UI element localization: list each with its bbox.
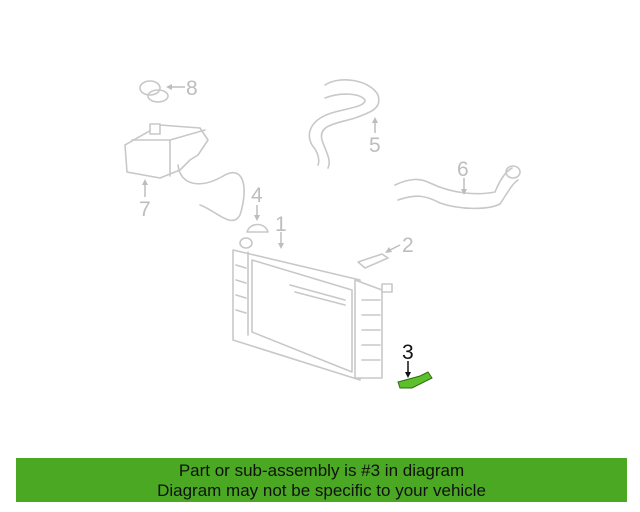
parts-diagram: 8 7 5 6 4 [124,77,521,389]
callout-3: 3 [402,341,414,364]
info-banner: Part or sub-assembly is #3 in diagram Di… [16,458,627,502]
part-4-cap[interactable] [246,223,269,233]
part-6-lower-hose[interactable] [394,165,521,210]
part-1-radiator[interactable] [232,237,393,381]
part-5-upper-hose[interactable] [308,79,380,169]
banner-line-part: Part or sub-assembly is #3 in diagram [178,461,465,480]
part-3-bracket-highlighted[interactable] [397,371,433,389]
callout-7: 7 [139,198,151,221]
callout-8: 8 [186,77,198,100]
callout-5: 5 [369,134,381,157]
part-2-bracket[interactable] [357,253,389,269]
callout-2: 2 [402,234,414,257]
callout-6: 6 [457,158,469,181]
part-7-reservoir[interactable] [124,123,245,222]
callout-1: 1 [275,213,287,236]
banner-line-disclaimer: Diagram may not be specific to your vehi… [157,481,486,500]
part-8-clamp[interactable] [139,80,169,103]
callout-4: 4 [251,184,263,207]
